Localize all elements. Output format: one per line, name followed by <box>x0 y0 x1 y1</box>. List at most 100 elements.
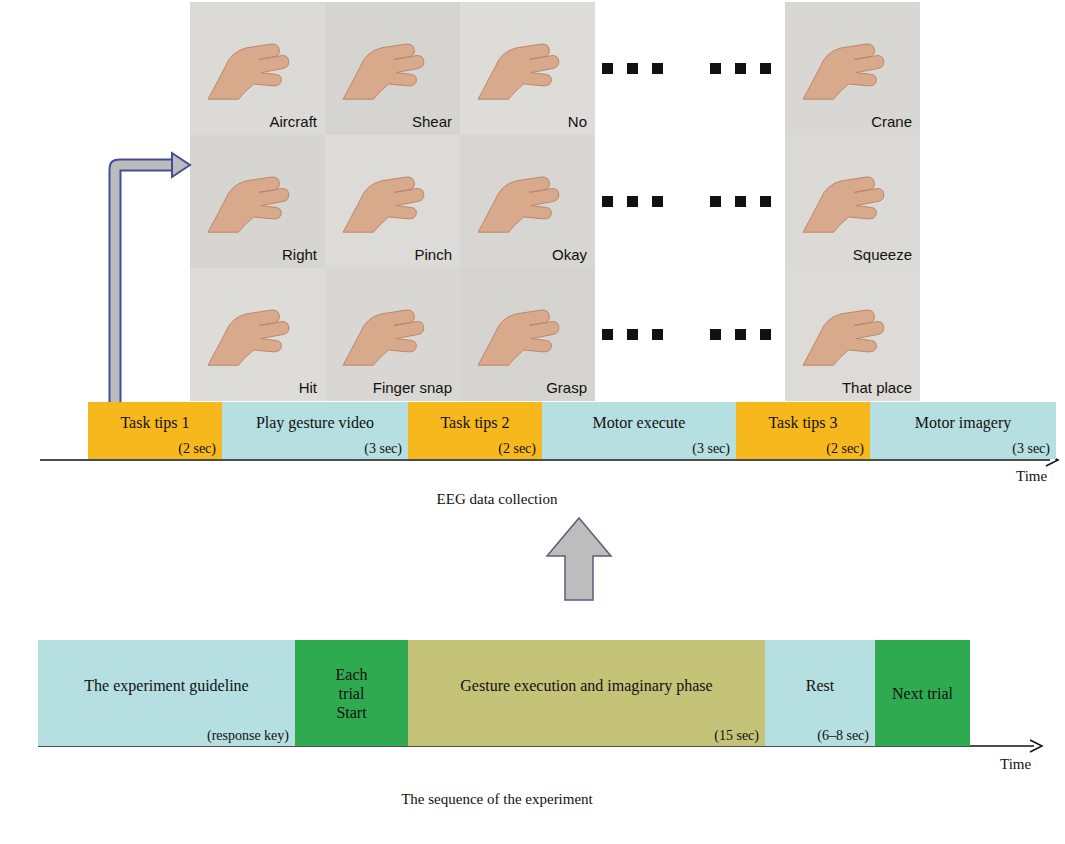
ellipsis-square <box>602 63 613 74</box>
ellipsis-square <box>710 196 721 207</box>
task-tip-box: Task tips 1(2 sec) <box>88 402 222 459</box>
photo-ground <box>190 2 325 135</box>
ellipsis-square <box>652 196 663 207</box>
hand-figure <box>208 310 289 365</box>
box-text: Pinch <box>412 246 454 264</box>
axis-label: Time <box>1000 756 1031 772</box>
box-text: Okay <box>550 246 589 264</box>
duration-text: (2 sec) <box>498 440 536 457</box>
rest-box: Rest(6–8 sec) <box>765 640 875 746</box>
hand-figure <box>208 44 289 99</box>
box-text: That place <box>840 379 914 397</box>
guideline-box: The experiment guideline(response key) <box>38 640 295 746</box>
ellipsis-square <box>627 196 638 207</box>
hand-figure <box>803 44 884 99</box>
hand-figure <box>343 310 424 365</box>
ellipsis-square <box>760 63 771 74</box>
hand-figure <box>803 310 884 365</box>
ellipsis-square <box>760 329 771 340</box>
duration-text: (6–8 sec) <box>817 727 869 744</box>
gesture-photo: Grasp <box>460 268 595 401</box>
gesture-photo: Hit <box>190 268 325 401</box>
box-text: The experiment guideline <box>44 643 289 727</box>
photo-ground <box>325 268 460 401</box>
trial-start-box: Each trial Start <box>295 640 408 746</box>
gesture-photo: That place <box>785 268 920 401</box>
photo-ground <box>325 2 460 135</box>
gesture-photo: Right <box>190 135 325 268</box>
ellipsis-square <box>760 196 771 207</box>
phase-box: Gesture execution and imaginary phase(15… <box>408 640 765 746</box>
box-text: Next trial <box>881 643 964 744</box>
box-text: Motor execute <box>548 405 730 440</box>
photo-ground <box>460 135 595 268</box>
box-text: Each trial Start <box>324 643 380 744</box>
ellipsis-square <box>652 329 663 340</box>
box-text: Shear <box>410 113 454 131</box>
duration-text: (15 sec) <box>714 727 759 744</box>
hand-figure <box>478 177 559 232</box>
duration-text: (3 sec) <box>364 440 402 457</box>
photo-ground <box>785 268 920 401</box>
ellipsis-square <box>602 329 613 340</box>
task-tip-box: Task tips 2(2 sec) <box>408 402 542 459</box>
box-text: Hit <box>297 379 319 397</box>
ellipsis-square <box>627 329 638 340</box>
hand-figure <box>343 44 424 99</box>
ellipsis-square <box>602 196 613 207</box>
ellipsis-squares <box>602 63 771 340</box>
box-text: Task tips 2 <box>414 405 536 440</box>
box-text: Right <box>280 246 319 264</box>
ellipsis-square <box>735 63 746 74</box>
ellipsis-square <box>627 63 638 74</box>
photo-ground <box>785 135 920 268</box>
task-tip-box: Task tips 3(2 sec) <box>736 402 870 459</box>
arrow-body <box>115 165 174 402</box>
box-text: Task tips 3 <box>742 405 864 440</box>
photo-ground <box>785 2 920 135</box>
photo-ground <box>460 268 595 401</box>
gesture-photo: Crane <box>785 2 920 135</box>
duration-text: (2 sec) <box>178 440 216 457</box>
photo-ground <box>460 2 595 135</box>
arrow-head <box>172 153 190 177</box>
gesture-photo: Shear <box>325 2 460 135</box>
task-phase-box: Motor execute(3 sec) <box>542 402 736 459</box>
box-text: Play gesture video <box>228 405 402 440</box>
hand-figure <box>478 310 559 365</box>
axis-label: Time <box>1016 468 1047 484</box>
arrow-outline <box>115 165 174 402</box>
axis-label-holder: Time <box>1000 755 1044 773</box>
duration-text: (2 sec) <box>826 440 864 457</box>
gesture-photo: No <box>460 2 595 135</box>
axis-line <box>40 459 1050 461</box>
gesture-photo: Squeeze <box>785 135 920 268</box>
box-text: Task tips 1 <box>94 405 216 440</box>
phase-caption-holder: EEG data collection <box>397 490 597 508</box>
box-text: Finger snap <box>371 379 454 397</box>
ellipsis-square <box>710 329 721 340</box>
sequence-caption: The sequence of the experiment <box>401 791 593 807</box>
hand-figure <box>208 177 289 232</box>
ellipsis-square <box>735 196 746 207</box>
hand-figure <box>478 44 559 99</box>
box-text: Rest <box>771 643 869 727</box>
task-phase-box: Motor imagery(3 sec) <box>870 402 1056 459</box>
ellipsis-square <box>710 63 721 74</box>
box-text: Squeeze <box>851 246 914 264</box>
gesture-photo: Pinch <box>325 135 460 268</box>
box-text: Grasp <box>544 379 589 397</box>
hand-figure <box>803 177 884 232</box>
photo-ground <box>325 135 460 268</box>
phase-caption: EEG data collection <box>437 491 558 507</box>
gesture-photo: Okay <box>460 135 595 268</box>
task-phase-box: Play gesture video(3 sec) <box>222 402 408 459</box>
duration-text: (3 sec) <box>1012 440 1050 457</box>
gesture-photos <box>190 2 920 401</box>
photo-ground <box>190 268 325 401</box>
sequence-caption-holder: The sequence of the experiment <box>322 790 672 808</box>
gesture-photo: Finger snap <box>325 268 460 401</box>
axis-head <box>1030 740 1042 752</box>
box-text: Crane <box>869 113 914 131</box>
box-text: Aircraft <box>267 113 319 131</box>
